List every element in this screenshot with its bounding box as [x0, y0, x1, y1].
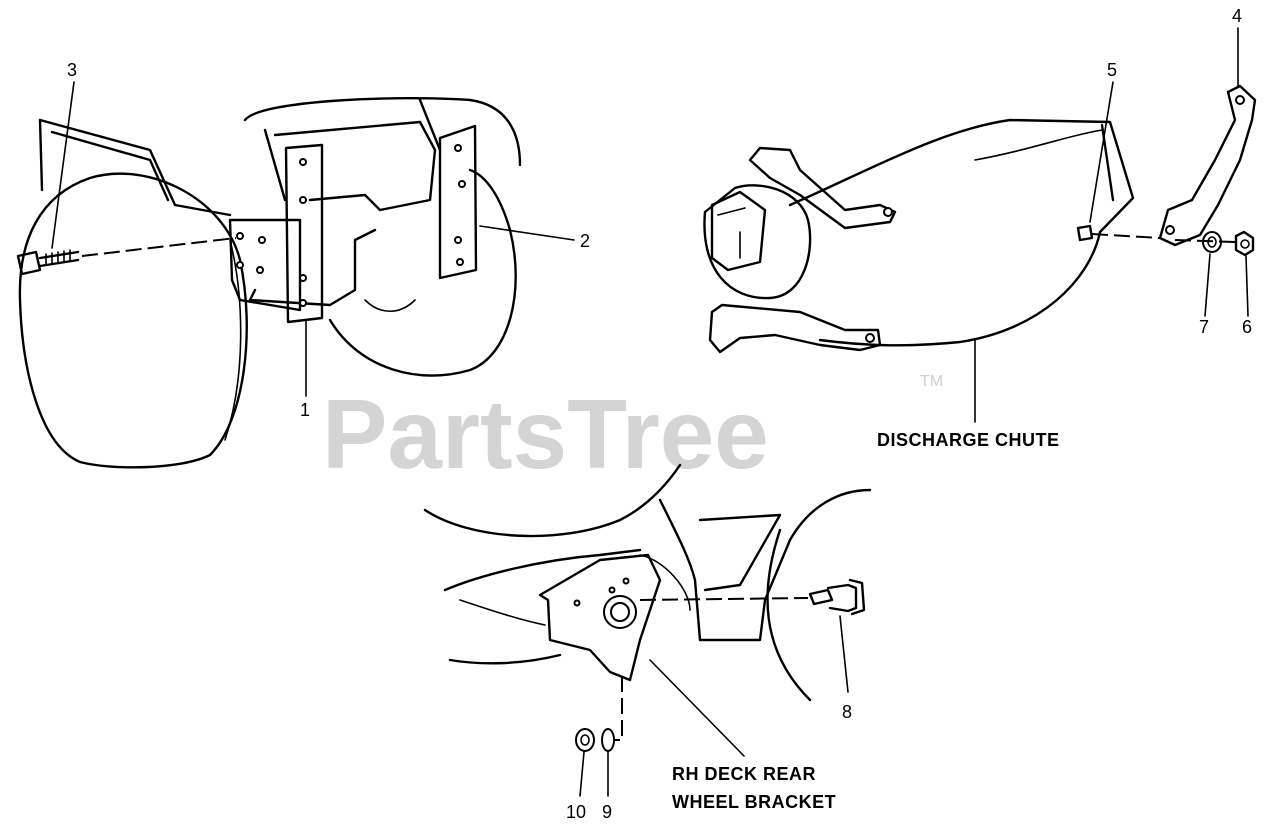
spring-rod-4: [1158, 84, 1257, 247]
bracket-1-hole: [299, 274, 307, 282]
bracket-1-hole: [299, 158, 307, 166]
spout-inner: [710, 190, 767, 272]
bracket-hole: [573, 599, 581, 607]
label-bracket-line2: WHEEL BRACKET: [672, 792, 836, 812]
bolt-3-head: [16, 250, 42, 276]
tire-arc-top: [423, 463, 682, 538]
side-plate-hole: [256, 266, 264, 274]
bracket-2-hole: [454, 236, 462, 244]
leader-8: [839, 615, 849, 693]
bracket-2-plate: [438, 124, 478, 280]
fender: [38, 118, 232, 217]
front-wheel: [18, 172, 248, 469]
wheel-bracket: [538, 553, 662, 682]
chute-spout: [703, 184, 812, 300]
nut-10-inner: [580, 734, 590, 746]
rod-eye: [1235, 95, 1245, 105]
discharge-chute-assembly: [703, 27, 1257, 423]
callout-6: 6: [1242, 317, 1252, 337]
callout-9: 9: [602, 802, 612, 822]
stud-5-dash: [1091, 233, 1161, 239]
nut-6-inner: [1240, 239, 1250, 249]
nut-10: [575, 728, 595, 752]
deck-edge-top: [443, 548, 642, 592]
leader-10: [579, 751, 585, 797]
bracket-2-hole: [458, 180, 466, 188]
leader-6: [1245, 255, 1249, 317]
nut-dash: [1174, 239, 1237, 243]
callout-7: 7: [1199, 317, 1209, 337]
side-plate-hole: [258, 236, 266, 244]
deck-crease: [459, 599, 546, 626]
callout-3: 3: [67, 60, 77, 80]
bracket-2-hole: [454, 144, 462, 152]
rear-wheel-hub: [364, 299, 416, 313]
chute-body: [788, 118, 1135, 347]
leader-2: [479, 225, 575, 241]
bolt-8-head: [848, 578, 866, 616]
side-plate-hole: [236, 232, 244, 240]
leader-bracket: [649, 659, 745, 757]
side-plate-hole: [236, 261, 244, 269]
washer-9: [601, 728, 615, 752]
watermark-text: PartsTree: [322, 379, 769, 489]
rear-wheel: [328, 168, 517, 377]
axle-support: [248, 228, 377, 307]
bolt-3-dash: [81, 237, 237, 257]
nut-dash: [614, 676, 623, 741]
upper-hinge-pin: [883, 207, 893, 217]
frame-channel: [658, 488, 872, 642]
watermark-tm: TM: [920, 373, 943, 390]
callout-10: 10: [566, 802, 586, 822]
lower-hinge-pin: [865, 333, 875, 343]
nut-6: [1234, 230, 1255, 257]
leader-3: [51, 81, 75, 249]
hood-top: [243, 97, 522, 167]
rear-bracket-assembly: [423, 463, 872, 797]
bolt-8-dash: [639, 597, 809, 601]
callout-5: 5: [1107, 60, 1117, 80]
front-axle-assembly: [16, 81, 575, 469]
bracket-1-hole: [299, 299, 307, 307]
rod-eye-lower: [1165, 225, 1175, 235]
rear-wheel-edge: [766, 528, 812, 702]
bracket-1-plate: [284, 143, 324, 324]
axle-boss-inner: [610, 602, 630, 622]
hood-edges: [263, 98, 442, 202]
bracket-hole: [622, 577, 630, 585]
bolt-8-body: [826, 583, 858, 613]
callout-4: 4: [1232, 6, 1242, 26]
bracket-2-hole: [456, 258, 464, 266]
wheel-tread-line: [224, 239, 242, 441]
label-bracket-line1: RH DECK REAR: [672, 764, 816, 784]
bolt-8-tip: [808, 588, 834, 606]
callout-2: 2: [580, 231, 590, 251]
deck-edge-bottom: [448, 653, 562, 665]
axle-block: [228, 218, 302, 312]
callout-1: 1: [300, 400, 310, 420]
bracket-1-hole: [299, 196, 307, 204]
stud-5: [1076, 224, 1094, 242]
fender-inner: [50, 130, 170, 202]
spout-detail: [717, 207, 746, 259]
leader-7: [1204, 253, 1211, 317]
bolt-3-thread: [45, 249, 71, 265]
frame-inner: [698, 513, 782, 592]
label-discharge-chute: DISCHARGE CHUTE: [877, 430, 1060, 450]
lower-hinge-arm: [708, 303, 882, 354]
callout-8: 8: [842, 702, 852, 722]
bracket-hole: [608, 586, 616, 594]
leader-5: [1089, 81, 1114, 223]
cross-member: [273, 120, 437, 212]
chute-crease: [974, 129, 1103, 161]
bracket-flange: [639, 554, 691, 611]
